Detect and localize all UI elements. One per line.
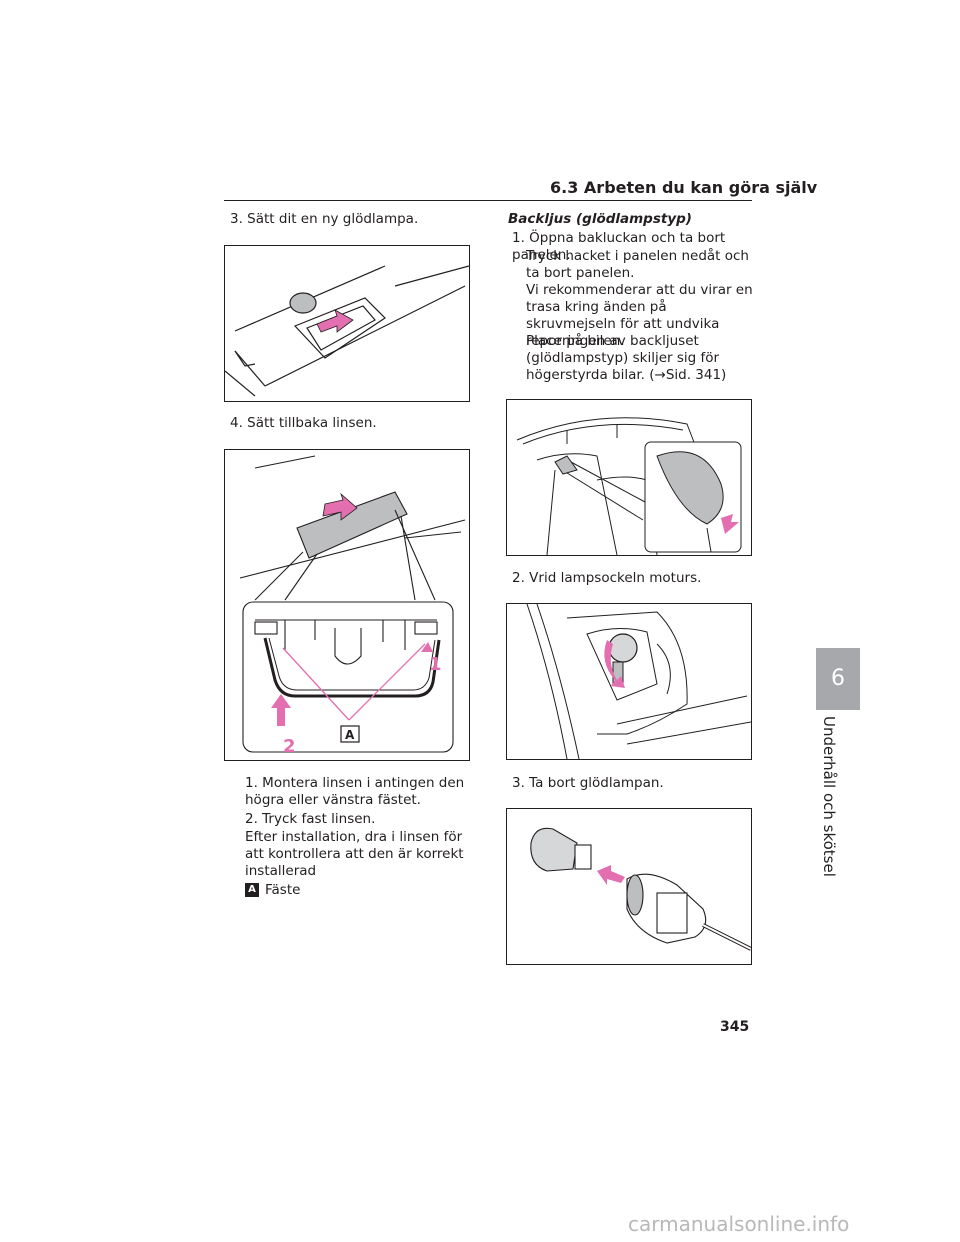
fig-label-one: 1 xyxy=(429,654,442,675)
step-2-turn-socket: 2. Vrid lampsockeln moturs. xyxy=(512,570,702,586)
legend-a: A Fäste xyxy=(245,882,300,899)
chapter-tab-label: Underhåll och skötsel xyxy=(820,716,838,877)
step-3-new-bulb: 3. Sätt dit en ny glödlampa. xyxy=(230,211,419,227)
figure-install-bulb xyxy=(224,245,470,402)
page-number: 345 xyxy=(720,1019,750,1035)
substep-press-lens: 2. Tryck fast linsen. xyxy=(245,811,376,827)
para-rhd-note: Placeringen av backljuset (glödlampstyp)… xyxy=(526,333,727,383)
fig-label-a: A xyxy=(345,728,355,742)
header-rule xyxy=(224,200,752,201)
section-title-backup-light: Backljus (glödlampstyp) xyxy=(508,211,692,227)
para-press-notch: Tryck hacket i panelen nedåt och ta bort… xyxy=(526,248,749,281)
step-4-replace-lens: 4. Sätt tillbaka linsen. xyxy=(230,415,377,431)
figure-remove-bulb xyxy=(506,808,752,965)
substep-mount-lens: 1. Montera linsen i antingen den högra e… xyxy=(245,775,465,808)
watermark: carmanualsonline.info xyxy=(628,1212,850,1236)
step-1-open-tailgate: 1. Öppna bakluckan och ta bort panelen. xyxy=(512,230,726,263)
para-wrap-cloth: Vi rekommenderar att du virar en trasa k… xyxy=(526,282,753,349)
figure-lamp-socket xyxy=(506,603,752,760)
note-check-lens: Efter installation, dra i linsen för att… xyxy=(245,829,464,879)
chapter-tab: 6 xyxy=(816,648,860,710)
fig-label-two: 2 xyxy=(283,736,296,757)
legend-a-badge: A xyxy=(245,883,259,897)
section-header: 6.3 Arbeten du kan göra själv xyxy=(550,178,818,197)
figure-tailgate-panel xyxy=(506,399,752,556)
legend-a-text: Fäste xyxy=(265,882,301,898)
step-3-remove-bulb: 3. Ta bort glödlampan. xyxy=(512,775,664,791)
figure-lens-install: 1 2 A xyxy=(224,449,470,761)
